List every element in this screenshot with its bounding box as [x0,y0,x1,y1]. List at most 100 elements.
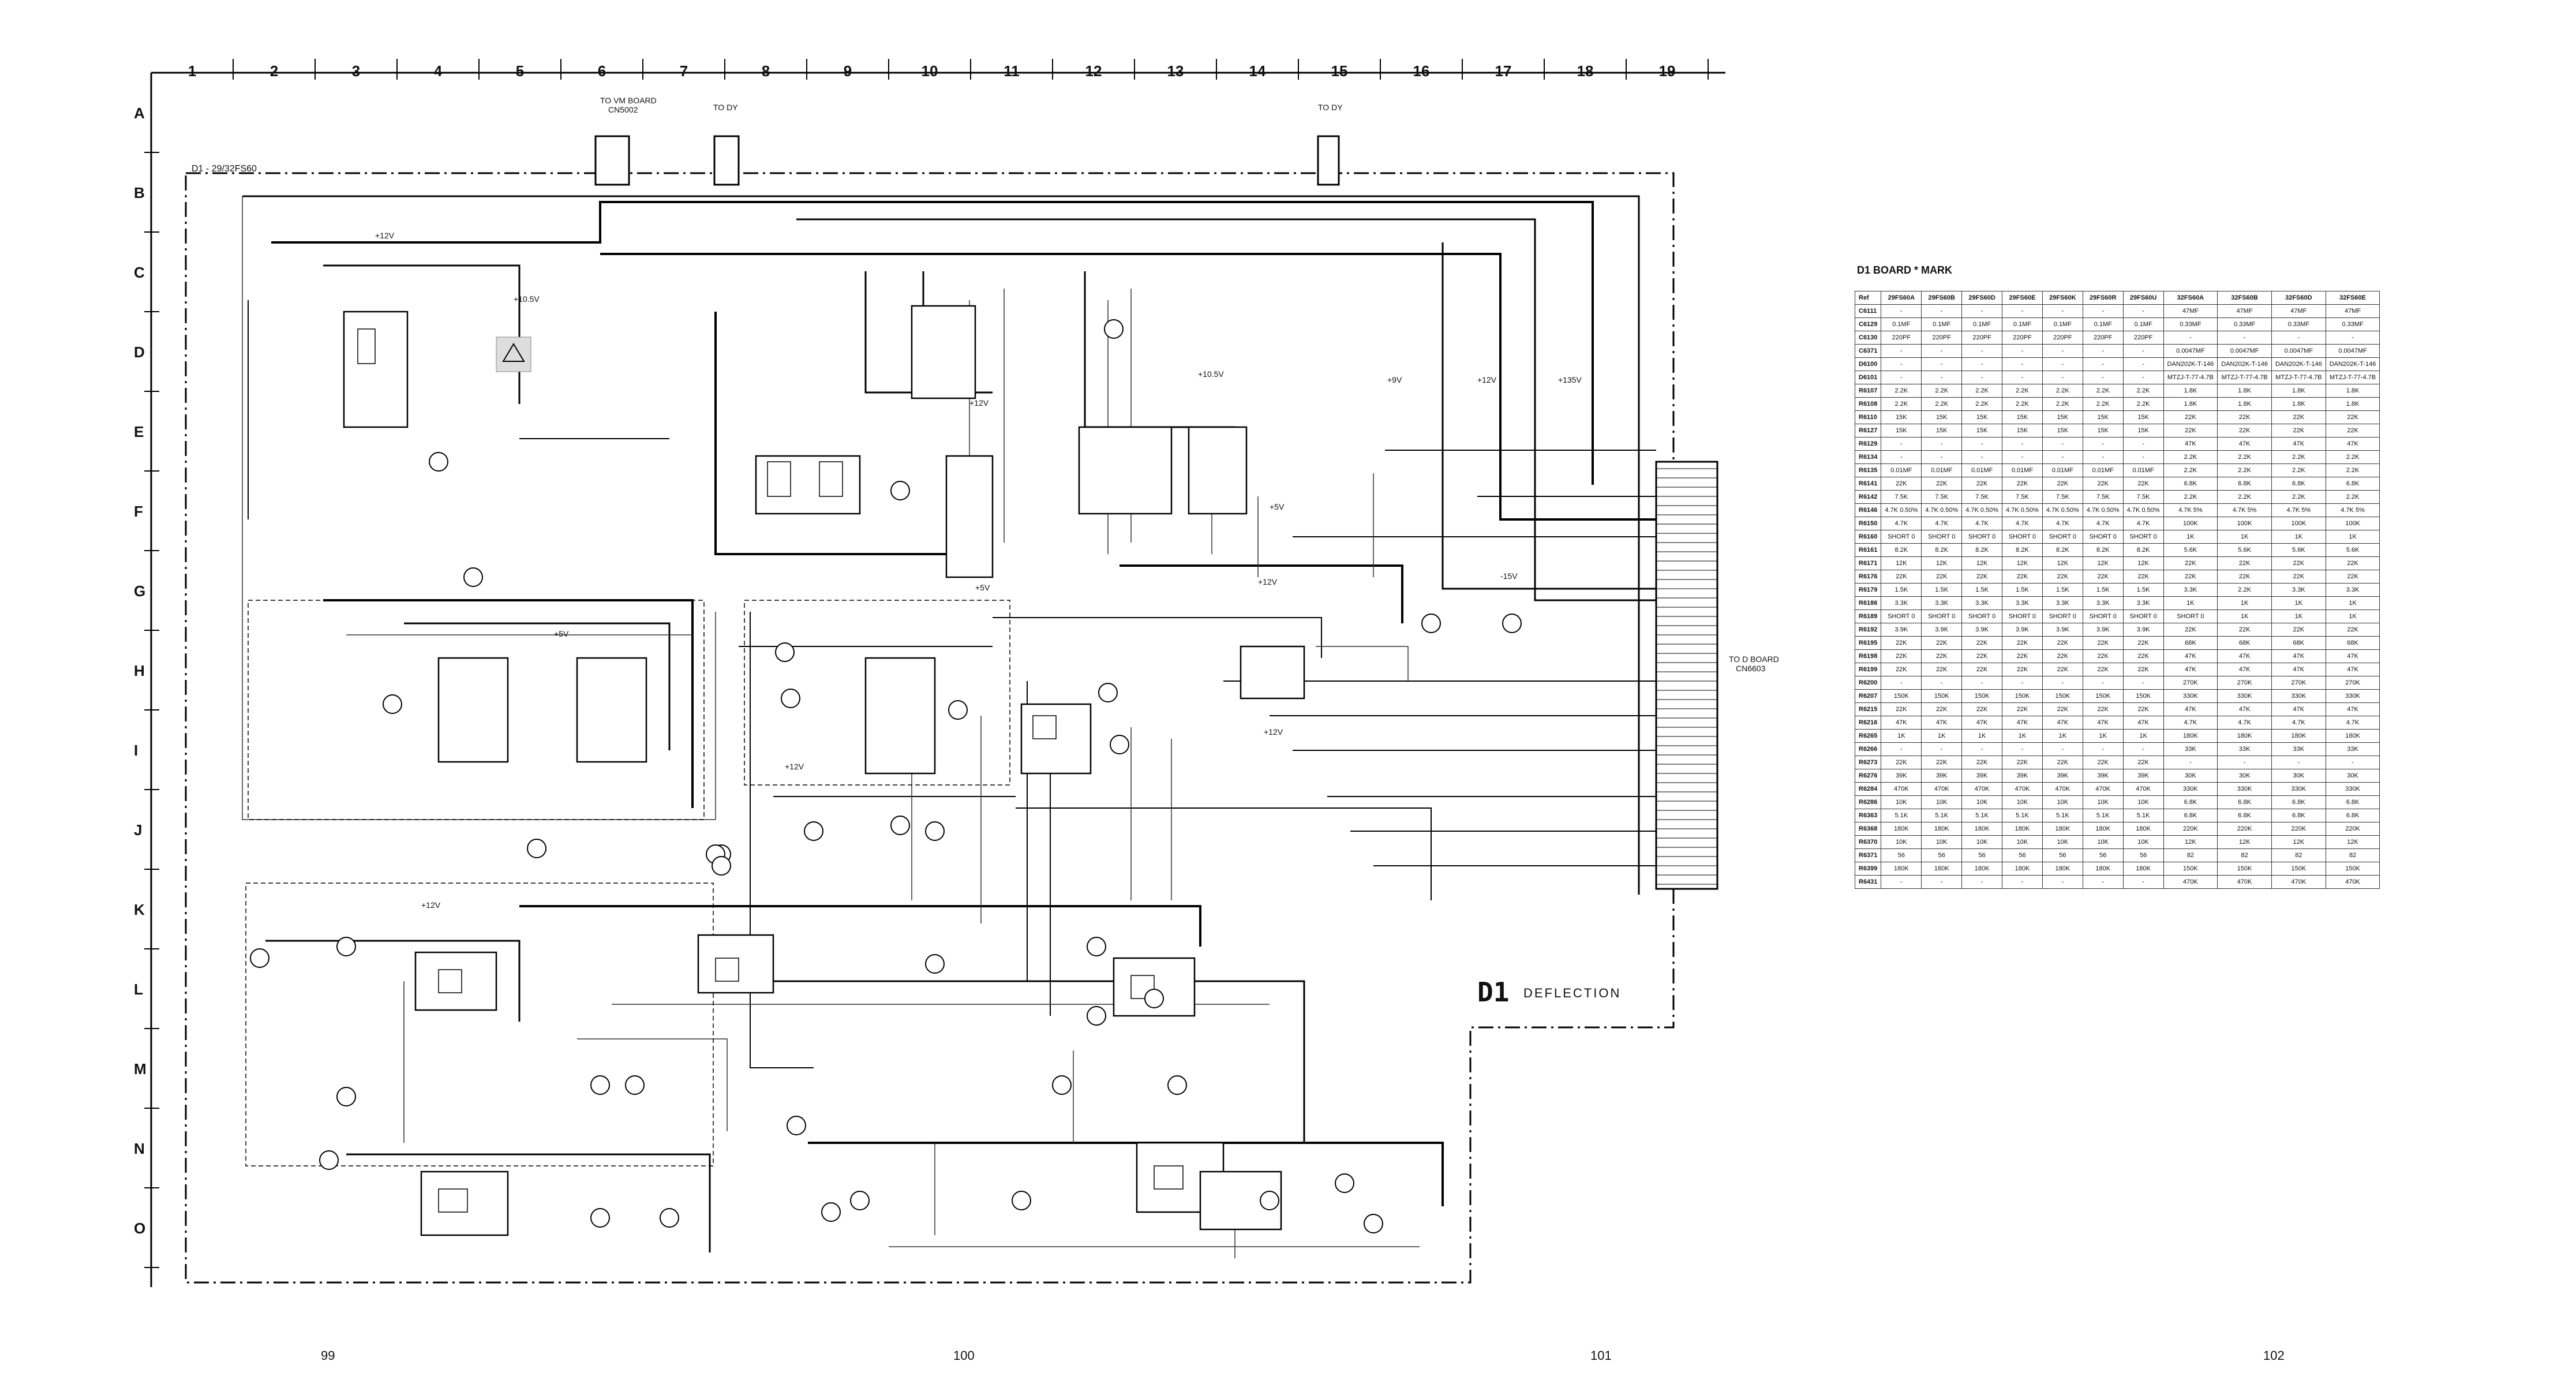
mark-table-cell: 47K [2325,437,2380,451]
row-letter: F [134,503,143,520]
mark-table-header-cell: 29FS60D [1961,291,2003,305]
mark-table-ref: R6107 [1854,384,1882,398]
mark-table-cell: 33K [2271,742,2326,756]
mark-table-cell: 22K [1961,649,2003,663]
mark-table-cell: 470K [2271,875,2326,889]
transistor-symbol [1260,1191,1279,1210]
mark-table-cell: 0.0047MF [2271,344,2326,358]
mark-table-cell: 12K [2042,556,2083,570]
mark-table-cell: 150K [2042,689,2083,703]
mark-table-cell: 6.8K [2163,809,2218,822]
mark-table-cell: - [1961,371,2003,384]
mark-table-cell: 330K [2163,689,2218,703]
mark-table-cell: 3.3K [1881,596,1922,610]
mark-table-cell: 0.1MF [2082,317,2124,331]
mark-table-cell: 3.9K [2002,623,2043,637]
mark-table-cell: 2.2K [2325,490,2380,504]
mark-table-cell: 12K [2122,556,2164,570]
mark-table-cell: MTZJ-T-77-4.7B [2217,371,2272,384]
mark-table-cell: 22K [1921,636,1963,650]
mark-table-cell: 6.8K [2271,795,2326,809]
mark-table-cell: 15K [2042,424,2083,438]
mark-table-cell: 22K [1961,663,2003,676]
mark-table-cell: 22K [2325,570,2380,584]
mark-table-cell: 47K [1881,716,1922,730]
mark-table-cell: 30K [2271,769,2326,783]
row-letter: E [134,423,144,440]
mark-table-header-cell: 29FS60A [1881,291,1922,305]
mark-table-cell: SHORT 0 [2163,610,2218,623]
mark-table-cell: 1.8K [2163,384,2218,398]
mark-table-cell: 6.8K [2217,795,2272,809]
mark-table-cell: 220PF [1961,331,2003,345]
mark-table-cell: 5.1K [1921,809,1963,822]
mark-table-header-cell: 29FS60K [2042,291,2083,305]
mark-table-cell: 22K [1921,477,1963,491]
transistor-symbol [787,1116,806,1135]
mark-table-cell: - [1881,344,1922,358]
mark-table-ref: R6371 [1854,848,1882,862]
mark-table-cell: 1K [2217,596,2272,610]
transistor-symbol [1052,1075,1072,1095]
mark-table-cell: 2.2K [1961,384,2003,398]
mark-table-ref: R6399 [1854,862,1882,876]
mark-table-cell: 22K [2163,556,2218,570]
mark-table-cell: 22K [2163,623,2218,637]
mark-table-cell: 220PF [2082,331,2124,345]
mark-table-cell: 22K [2271,556,2326,570]
mark-table-cell: 6.8K [2325,477,2380,491]
mark-table-cell: 47K [2217,649,2272,663]
mark-table-cell: 56 [2042,848,2083,862]
mark-table-cell: - [2082,304,2124,318]
transistor-symbol [1421,614,1441,633]
mark-table-cell: SHORT 0 [2122,530,2164,544]
mark-table-cell: 3.3K [2163,583,2218,597]
mark-table-header-cell: 29FS60B [1921,291,1963,305]
mark-table-cell: 2.2K [2217,463,2272,477]
row-letter: D [134,343,145,361]
warning-icon [496,336,531,372]
mark-table-cell: 22K [2122,477,2164,491]
column-number: 18 [1577,62,1594,80]
mark-table-cell: 47K [2163,437,2218,451]
mark-table-cell: - [1961,437,2003,451]
mark-table-cell: 1K [1921,729,1963,743]
mark-table-cell: 22K [2122,663,2164,676]
mark-table-cell: 1K [2271,530,2326,544]
mark-table-cell: 3.9K [1961,623,2003,637]
mark-table-cell: 12K [2325,835,2380,849]
mark-table-cell: 470K [2042,782,2083,796]
row-letter: K [134,901,145,918]
mark-table-cell: 0.1MF [2042,317,2083,331]
mark-table-cell: SHORT 0 [1961,530,2003,544]
transistor-symbol [1104,319,1124,339]
mark-table-cell: - [2122,742,2164,756]
mark-table-cell: MTZJ-T-77-4.7B [2271,371,2326,384]
mark-table-header-cell: 29FS60U [2122,291,2164,305]
supply-label: +5V [1270,502,1285,511]
mark-table-cell: 12K [2082,556,2124,570]
mark-table-cell: 82 [2217,848,2272,862]
mark-table-ref: R6207 [1854,689,1882,703]
row-letter: A [134,104,145,122]
mark-table-cell: 5.1K [1961,809,2003,822]
mark-table-cell: 22K [2271,623,2326,637]
mark-table-cell: 0.1MF [1961,317,2003,331]
mark-table-cell: - [2122,437,2164,451]
mark-table-cell: 47K [2002,716,2043,730]
mark-table-cell: 4.7K [2002,517,2043,530]
mark-table-cell: - [2002,437,2043,451]
mark-table-cell: 10K [1921,795,1963,809]
mark-table-cell: 4.7K [2271,716,2326,730]
mark-table-ref: R6216 [1854,716,1882,730]
mark-table-cell: - [1961,357,2003,371]
mark-table-cell: 270K [2325,676,2380,690]
mark-table-cell: 8.2K [1921,543,1963,557]
supply-label: +12V [969,398,989,407]
mark-table-cell: 47K [2217,702,2272,716]
mark-table-cell: 330K [2325,782,2380,796]
